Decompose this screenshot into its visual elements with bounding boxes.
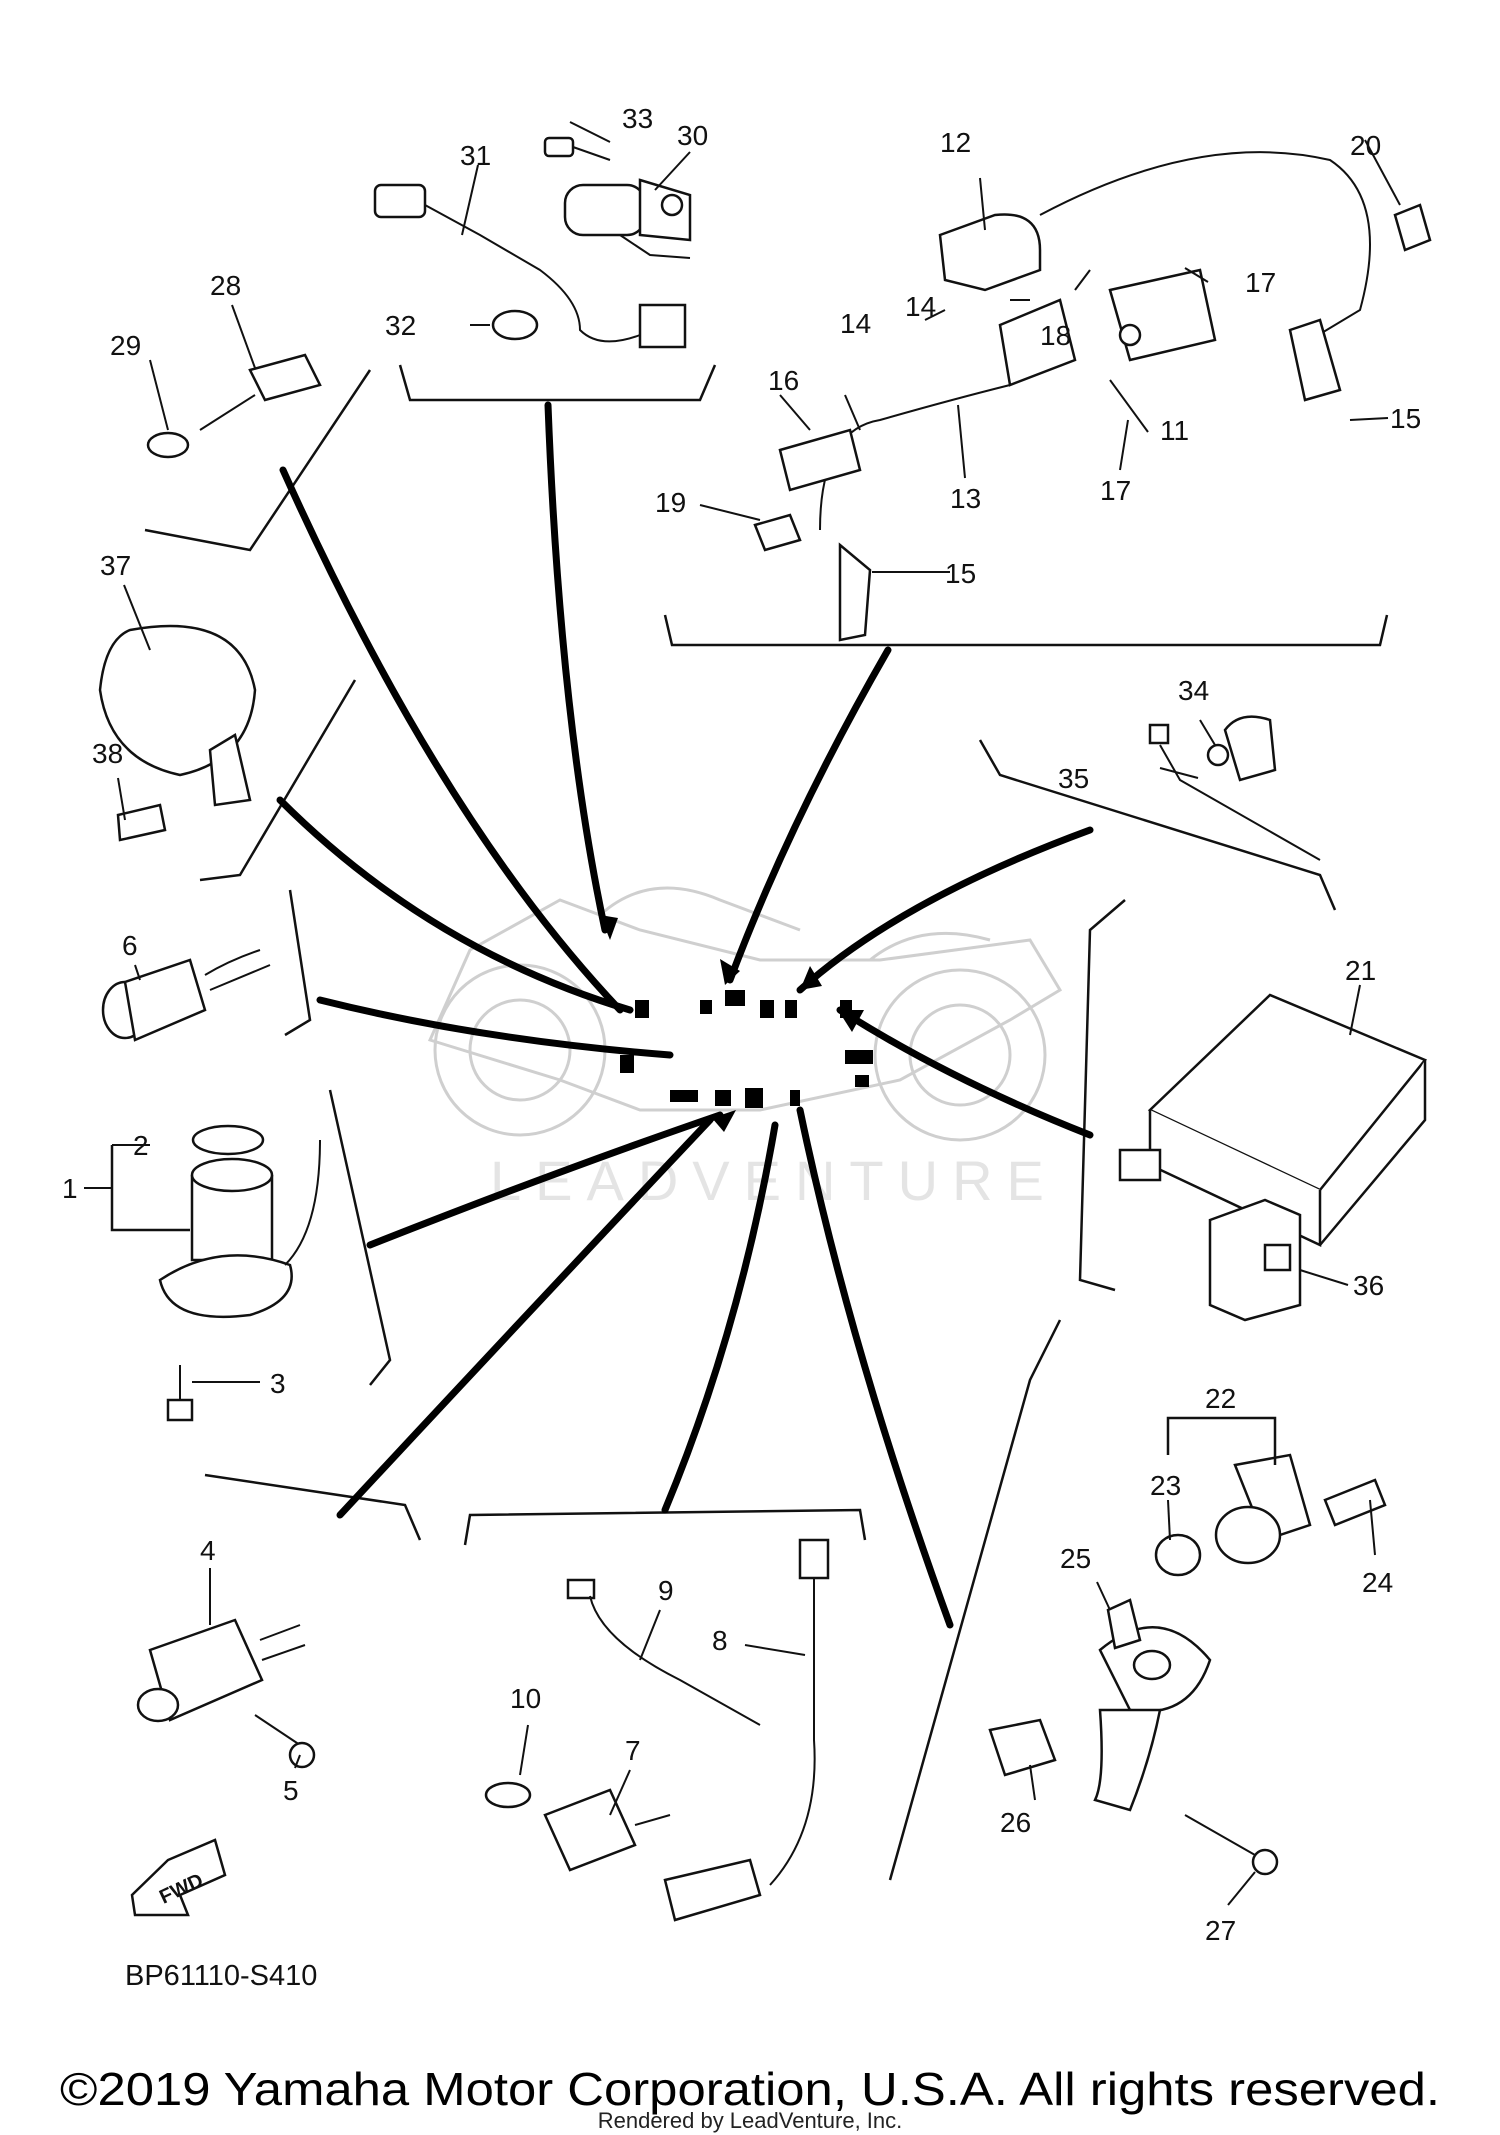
callout-5: 5 bbox=[283, 1775, 299, 1806]
callout-10: 10 bbox=[510, 1683, 541, 1714]
part-cable-tie-9 bbox=[566, 1578, 761, 1726]
callout-33: 33 bbox=[622, 103, 653, 134]
part-holder-34-35 bbox=[1148, 715, 1321, 861]
fwd-arrow: FWD bbox=[130, 1838, 227, 1917]
callout-15a: 15 bbox=[945, 558, 976, 589]
watermark-text: LEADVENTURE bbox=[490, 1149, 1058, 1212]
callout-14b: 14 bbox=[840, 308, 871, 339]
callout-15b: 15 bbox=[1390, 403, 1421, 434]
callouts: 33 30 31 32 28 29 37 38 6 2 1 3 4 5 9 8 … bbox=[62, 103, 1421, 1946]
part-clamps bbox=[753, 203, 1432, 552]
rendered-by-text: Rendered by LeadVenture, Inc. bbox=[598, 2108, 903, 2133]
callout-7: 7 bbox=[625, 1735, 641, 1766]
leader-lines bbox=[84, 121, 1401, 1906]
part-relay-36 bbox=[1208, 1198, 1302, 1322]
copyright-text: ©2019 Yamaha Motor Corporation, U.S.A. A… bbox=[60, 2063, 1440, 2115]
callout-2: 2 bbox=[133, 1130, 149, 1161]
callout-31: 31 bbox=[460, 140, 491, 171]
callout-11: 11 bbox=[1160, 415, 1189, 446]
callout-20: 20 bbox=[1350, 130, 1381, 161]
bike-connectors bbox=[620, 990, 873, 1108]
group-brackets bbox=[144, 364, 1389, 1881]
callout-8: 8 bbox=[712, 1625, 728, 1656]
callout-37: 37 bbox=[100, 550, 131, 581]
part-switch-4 bbox=[136, 1618, 316, 1769]
connector-lines bbox=[276, 401, 1094, 1629]
callout-32: 32 bbox=[385, 310, 416, 341]
callout-16: 16 bbox=[768, 365, 799, 396]
callout-17a: 17 bbox=[1245, 267, 1276, 298]
callout-21: 21 bbox=[1345, 955, 1376, 986]
callout-36: 36 bbox=[1353, 1270, 1384, 1301]
part-ignition-coils bbox=[778, 151, 1371, 642]
part-sensor-30 bbox=[543, 136, 692, 259]
part-sender-7 bbox=[484, 1781, 671, 1872]
part-lead-8 bbox=[663, 1538, 830, 1922]
part-switch-6 bbox=[101, 949, 271, 1042]
callout-25: 25 bbox=[1060, 1543, 1091, 1574]
callout-14a: 14 bbox=[905, 291, 936, 322]
motorcycle-silhouette bbox=[427, 886, 1063, 1142]
callout-13: 13 bbox=[950, 483, 981, 514]
callout-9: 9 bbox=[658, 1575, 674, 1606]
part-sensor-28 bbox=[146, 353, 322, 459]
callout-4: 4 bbox=[200, 1535, 216, 1566]
part-sensor-22-27 bbox=[988, 1453, 1387, 1876]
callout-26: 26 bbox=[1000, 1807, 1031, 1838]
part-horn-37 bbox=[98, 624, 257, 842]
part-sensor-1 bbox=[158, 1124, 321, 1422]
callout-18: 18 bbox=[1040, 320, 1071, 351]
callout-23: 23 bbox=[1150, 1470, 1181, 1501]
part-harness-31 bbox=[373, 183, 687, 349]
callout-1: 1 bbox=[62, 1173, 78, 1204]
callout-29: 29 bbox=[110, 330, 141, 361]
diagram-code: BP61110-S410 bbox=[125, 1960, 317, 1992]
callout-28: 28 bbox=[210, 270, 241, 301]
callout-34: 34 bbox=[1178, 675, 1209, 706]
callout-17b: 17 bbox=[1100, 475, 1131, 506]
callout-19: 19 bbox=[655, 487, 686, 518]
callout-27: 27 bbox=[1205, 1915, 1236, 1946]
callout-6: 6 bbox=[122, 930, 138, 961]
callout-12: 12 bbox=[940, 127, 971, 158]
callout-38: 38 bbox=[92, 738, 123, 769]
callout-30: 30 bbox=[677, 120, 708, 151]
callout-3: 3 bbox=[270, 1368, 286, 1399]
callout-35: 35 bbox=[1058, 763, 1089, 794]
callout-22: 22 bbox=[1205, 1383, 1236, 1414]
callout-24: 24 bbox=[1362, 1567, 1393, 1598]
